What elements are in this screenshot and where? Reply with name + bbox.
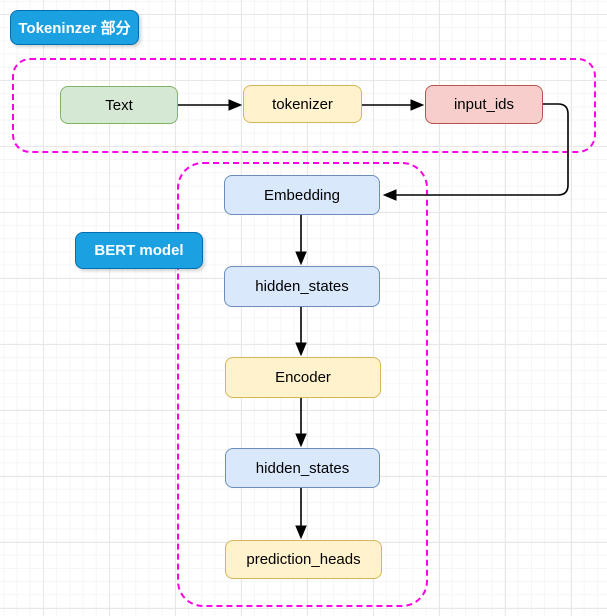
node-tokenizer-label: tokenizer bbox=[272, 95, 333, 113]
node-embedding-label: Embedding bbox=[264, 186, 340, 204]
node-prediction-heads-label: prediction_heads bbox=[246, 551, 361, 568]
node-input-ids[interactable]: input_ids bbox=[425, 85, 543, 124]
node-encoder-label: Encoder bbox=[275, 369, 331, 386]
node-input-ids-label: input_ids bbox=[453, 96, 515, 113]
bert-model-badge-label: BERT model bbox=[94, 242, 184, 259]
bert-model-badge[interactable]: BERT model bbox=[75, 232, 203, 269]
bert-section-outline[interactable] bbox=[177, 162, 428, 607]
node-embedding[interactable]: Embedding bbox=[224, 175, 380, 215]
node-hidden-states-2[interactable]: hidden_states bbox=[225, 448, 380, 488]
tokenizer-section-outline[interactable] bbox=[12, 58, 596, 153]
node-text-label: Text bbox=[105, 96, 133, 114]
node-tokenizer[interactable]: tokenizer bbox=[243, 85, 362, 123]
node-text[interactable]: Text bbox=[60, 86, 178, 124]
tokenizer-section-badge[interactable]: Tokeninzer 部分 bbox=[10, 10, 139, 45]
node-hidden-states-1-label: hidden_states bbox=[255, 278, 349, 295]
tokenizer-section-badge-label: Tokeninzer 部分 bbox=[18, 20, 131, 37]
node-hidden-states-1[interactable]: hidden_states bbox=[224, 266, 380, 307]
node-hidden-states-2-label: hidden_states bbox=[255, 459, 350, 477]
node-encoder[interactable]: Encoder bbox=[225, 357, 381, 398]
node-prediction-heads[interactable]: prediction_heads bbox=[225, 540, 382, 579]
